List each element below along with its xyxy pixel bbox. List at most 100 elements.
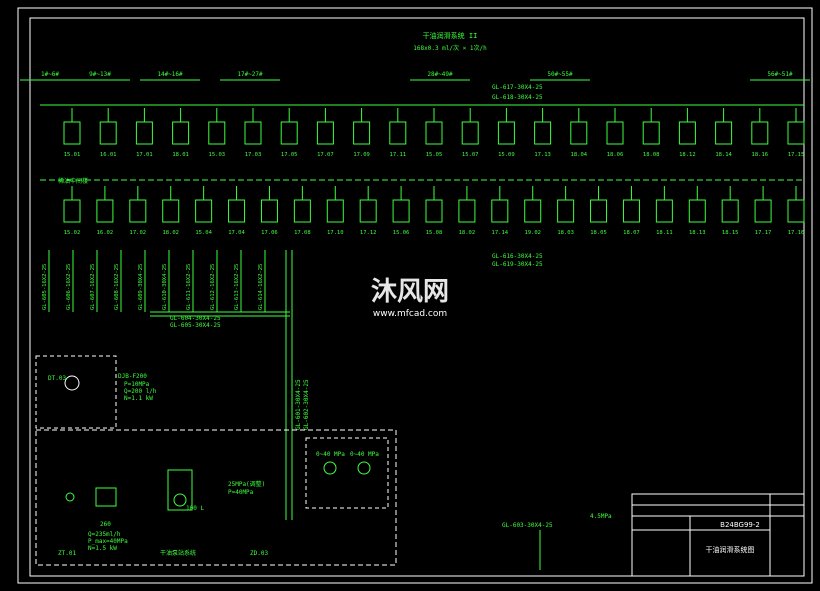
group-label: 1#~6# xyxy=(41,71,59,78)
block-code: 19.02 xyxy=(524,230,541,236)
distributor-block xyxy=(590,199,608,223)
block-code: 17.15 xyxy=(788,152,805,158)
block-code: 17.09 xyxy=(353,152,370,158)
block-code: 16.02 xyxy=(97,230,114,236)
filter-box xyxy=(95,487,117,507)
group-label: 14#~16# xyxy=(157,71,183,78)
distributor-block xyxy=(458,199,476,223)
group-labels: 1#~6#9#~13#14#~16#17#~27#28#~49#50#~55#5… xyxy=(20,71,810,81)
distributor-block xyxy=(642,121,660,145)
pump-flow: Q=200 l/h xyxy=(124,388,157,395)
block-code: 18.13 xyxy=(689,230,706,236)
distributor-block xyxy=(425,121,443,145)
block-code: 15.04 xyxy=(195,230,212,236)
system-title: 干油润滑系统 II xyxy=(423,31,478,40)
block-code: 18.02 xyxy=(162,230,179,236)
block-code: 18.15 xyxy=(722,230,739,236)
distributor-block xyxy=(326,199,344,223)
distributor-block xyxy=(655,199,673,223)
reservoir-box xyxy=(167,469,193,511)
block-code: 17.13 xyxy=(534,152,551,158)
block-code: 15.07 xyxy=(462,152,479,158)
block-code: 17.04 xyxy=(228,230,245,236)
distributor-block xyxy=(280,121,298,145)
block-code: 17.02 xyxy=(130,230,147,236)
block-code: 17.06 xyxy=(261,230,278,236)
distributor-block xyxy=(316,121,334,145)
block-code: 18.11 xyxy=(656,230,673,236)
distributor-block xyxy=(172,121,190,145)
distributor-block xyxy=(244,121,262,145)
inner-frame xyxy=(29,17,805,577)
riser-label: GL-609-30X4-25 xyxy=(138,264,144,310)
pump-tag: DT.03 xyxy=(48,375,66,382)
distributor-block xyxy=(497,121,515,145)
riser-label: GL-611-16X2-25 xyxy=(186,264,192,310)
distributor-block xyxy=(751,121,769,145)
block-code: 17.07 xyxy=(317,152,334,158)
distributor-block xyxy=(787,199,805,223)
distributor-block xyxy=(754,199,772,223)
pump2-tag: 260 xyxy=(100,521,111,528)
distributor-block xyxy=(63,199,81,223)
block-code: 15.09 xyxy=(498,152,515,158)
distributor-block xyxy=(353,121,371,145)
tank-pressure-1: 25MPa(调整) xyxy=(228,480,265,488)
pump2-pressure: P_max=40MPa xyxy=(88,538,128,545)
trunk-label-2: GL-602-30X4-25 xyxy=(303,379,310,430)
pump-model: DJB-F200 xyxy=(118,373,147,380)
filter-symbol xyxy=(65,492,75,502)
block-code: 15.02 xyxy=(64,230,81,236)
motor-symbol xyxy=(64,375,80,391)
distributor-block xyxy=(721,199,739,223)
block-code: 18.02 xyxy=(459,230,476,236)
distributor-block xyxy=(99,121,117,145)
outer-frame xyxy=(17,7,813,584)
trunk-label-1: GL-601-30X4-25 xyxy=(295,379,302,430)
block-code: 18.06 xyxy=(607,152,624,158)
pipe-mid-2: GL-605-30X4-25 xyxy=(170,322,221,329)
distributor-block xyxy=(96,199,114,223)
tank-volume: 100 L xyxy=(186,505,204,512)
gauge-1 xyxy=(323,461,337,475)
distributor-block xyxy=(425,199,443,223)
distributor-block xyxy=(228,199,246,223)
block-code: 17.14 xyxy=(492,230,509,236)
block-code: 16.01 xyxy=(100,152,117,158)
legend-note: 4.5MPa xyxy=(590,513,612,520)
pump2-symbol xyxy=(173,493,187,507)
block-code: 18.07 xyxy=(623,230,640,236)
pump-station-box xyxy=(35,429,397,566)
title-block: B24BG99-2 干油润滑系统图 xyxy=(631,493,805,577)
distributor-block xyxy=(260,199,278,223)
distributor-block xyxy=(678,121,696,145)
riser-label: GL-605-16X2-25 xyxy=(42,264,48,310)
distributor-block xyxy=(557,199,575,223)
distributor-block xyxy=(208,121,226,145)
footer-tag-2: ZD.03 xyxy=(250,550,268,557)
distributor-block xyxy=(787,121,805,145)
block-code: 15.08 xyxy=(426,230,443,236)
watermark-url: www.mfcad.com xyxy=(373,309,447,319)
pipe-bottom-1: GL-616-30X4-25 xyxy=(492,253,543,260)
pipe-bottom-2: GL-619-30X4-25 xyxy=(492,261,543,268)
block-code: 18.08 xyxy=(643,152,660,158)
block-code: 15.03 xyxy=(209,152,226,158)
block-code: 18.04 xyxy=(571,152,588,158)
pump-unit-box xyxy=(35,355,117,429)
block-code: 18.12 xyxy=(679,152,696,158)
distributor-block xyxy=(293,199,311,223)
pump2-flow: Q=235ml/h xyxy=(88,531,121,538)
block-code: 17.08 xyxy=(294,230,311,236)
distributor-block xyxy=(359,199,377,223)
block-code: 15.01 xyxy=(64,152,81,158)
block-code: 17.01 xyxy=(136,152,153,158)
block-code: 15.06 xyxy=(393,230,410,236)
block-code: 18.03 xyxy=(557,230,574,236)
block-code: 17.12 xyxy=(360,230,377,236)
footer-tag-3: 干油泵站系统 xyxy=(160,549,196,557)
riser-label: GL-607-16X2-25 xyxy=(90,264,96,310)
block-code: 17.03 xyxy=(245,152,262,158)
gauge-1-range: 0~40 MPa xyxy=(316,451,345,458)
